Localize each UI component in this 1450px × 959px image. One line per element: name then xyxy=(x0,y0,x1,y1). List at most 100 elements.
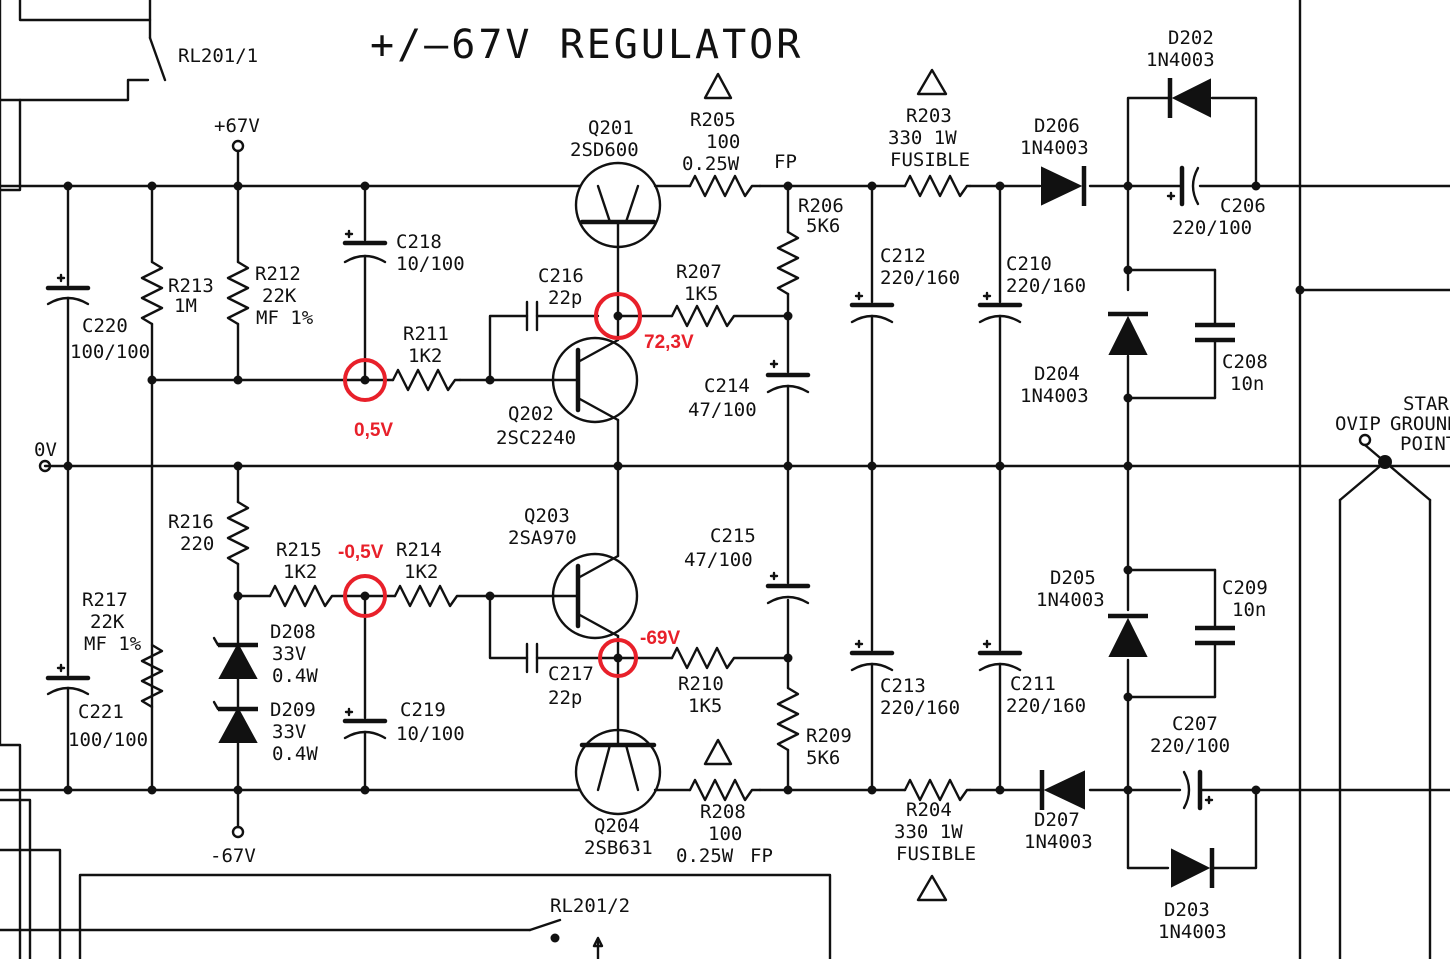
c220-capacitor xyxy=(45,184,91,468)
c208-value: 10n xyxy=(1230,373,1264,395)
c210-ref: C210 xyxy=(1006,253,1052,275)
r216-value: 220 xyxy=(180,533,214,555)
r210-resistor xyxy=(616,646,790,670)
c209-capacitor xyxy=(1195,625,1235,646)
d202-type: 1N4003 xyxy=(1146,49,1215,71)
d203-diode xyxy=(1171,848,1215,888)
r211-value: 1K2 xyxy=(408,345,442,367)
d206-ref: D206 xyxy=(1034,115,1080,137)
measurement-72v: 72,3V xyxy=(644,332,694,353)
d208-voltage: 33V xyxy=(272,643,306,665)
c221-capacitor xyxy=(45,464,91,792)
r214-ref: R214 xyxy=(396,539,442,561)
c219-capacitor xyxy=(342,594,388,792)
r215-value: 1K2 xyxy=(283,561,317,583)
r208-power: 0.25W xyxy=(676,845,734,867)
junction-dots xyxy=(63,181,1392,943)
r204-fusible: FUSIBLE xyxy=(896,843,976,865)
r212-value: 22K xyxy=(262,285,297,307)
c220-ref: C220 xyxy=(82,315,128,337)
c217-value: 22p xyxy=(548,687,582,709)
lower-drive-wires xyxy=(236,584,557,608)
r203-value: 330 1W xyxy=(888,127,957,149)
r213-resistor xyxy=(140,184,164,792)
c221-ref: C221 xyxy=(78,701,124,723)
q204-transistor xyxy=(574,728,662,816)
r209-value: 5K6 xyxy=(806,747,840,769)
r203-fusible: FUSIBLE xyxy=(890,149,970,171)
d206-diode xyxy=(1041,166,1087,206)
measurement-neg-69v: -69V xyxy=(640,628,680,649)
c210-value: 220/160 xyxy=(1006,275,1086,297)
q202-ref: Q202 xyxy=(508,403,554,425)
c214-ref: C214 xyxy=(704,375,750,397)
d207-ref: D207 xyxy=(1034,809,1080,831)
measurement-marker-q201-base xyxy=(594,292,642,340)
q201-transistor xyxy=(574,161,662,318)
c207-value: 220/100 xyxy=(1150,735,1230,757)
d203-ref: D203 xyxy=(1164,899,1210,921)
d202-loop xyxy=(1126,96,1258,468)
r217-tolerance: MF 1% xyxy=(84,633,142,655)
c219-value: 10/100 xyxy=(396,723,465,745)
c212-value: 220/160 xyxy=(880,267,960,289)
d209-ref: D209 xyxy=(270,699,316,721)
c207-ref: C207 xyxy=(1172,713,1218,735)
r206-ref: R206 xyxy=(798,195,844,217)
r205-power: 0.25W xyxy=(682,153,740,175)
c208-ref: C208 xyxy=(1222,351,1268,373)
c206-value: 220/100 xyxy=(1172,217,1252,239)
r204-value: 330 1W xyxy=(894,821,963,843)
d205-type: 1N4003 xyxy=(1036,589,1105,611)
r214-value: 1K2 xyxy=(404,561,438,583)
c214-capacitor xyxy=(765,359,811,468)
r210-ref: R210 xyxy=(678,673,724,695)
c209-ref: C209 xyxy=(1222,577,1268,599)
r207-ref: R207 xyxy=(676,261,722,283)
c206-capacitor xyxy=(1166,165,1200,207)
c206-ref: C206 xyxy=(1220,195,1266,217)
measurement-marker-lower-ref xyxy=(343,574,387,618)
fp-label-top: FP xyxy=(774,151,797,173)
r209-resistor xyxy=(776,598,800,792)
r205-ref: R205 xyxy=(690,109,736,131)
c218-capacitor xyxy=(342,184,388,382)
c218-ref: C218 xyxy=(396,231,442,253)
r204-ref: R204 xyxy=(906,799,952,821)
r208-value: 100 xyxy=(708,823,742,845)
d203-loop xyxy=(1126,464,1258,870)
star-label-2: GROUND xyxy=(1390,413,1450,435)
c210-capacitor xyxy=(977,184,1023,468)
rails xyxy=(0,184,1450,792)
q201-type: 2SD600 xyxy=(570,139,639,161)
c219-ref: C219 xyxy=(400,699,446,721)
d205-ref: D205 xyxy=(1050,567,1096,589)
d203-type: 1N4003 xyxy=(1158,921,1227,943)
c211-capacitor xyxy=(977,464,1023,792)
r204-warning-icon xyxy=(916,874,948,902)
r203-warning-icon xyxy=(916,68,948,96)
r203-resistor xyxy=(903,174,972,198)
c215-ref: C215 xyxy=(710,525,756,547)
r208-ref: R208 xyxy=(700,801,746,823)
r205-resistor xyxy=(688,174,762,198)
r215-ref: R215 xyxy=(276,539,322,561)
relay-label-2: RL201/2 xyxy=(550,895,630,917)
relay-label: RL201/1 xyxy=(178,45,258,67)
r211-resistor xyxy=(391,368,462,392)
r210-value: 1K5 xyxy=(688,695,722,717)
fp-label-bottom: FP xyxy=(750,845,773,867)
r217-ref: R217 xyxy=(82,589,128,611)
d202-diode xyxy=(1167,78,1211,118)
zero-rail-label: 0V xyxy=(34,439,57,461)
q204-ref: Q204 xyxy=(594,815,640,837)
r207-resistor xyxy=(616,304,790,328)
d202-ref: D202 xyxy=(1168,27,1214,49)
d205-diode xyxy=(1108,613,1148,657)
relay-rl201-2 xyxy=(528,918,604,959)
r203-ref: R203 xyxy=(906,105,952,127)
c217-ref: C217 xyxy=(548,663,594,685)
q202-transistor xyxy=(551,314,639,468)
q204-type: 2SB631 xyxy=(584,837,653,859)
neg-rail-label: -67V xyxy=(210,845,256,867)
